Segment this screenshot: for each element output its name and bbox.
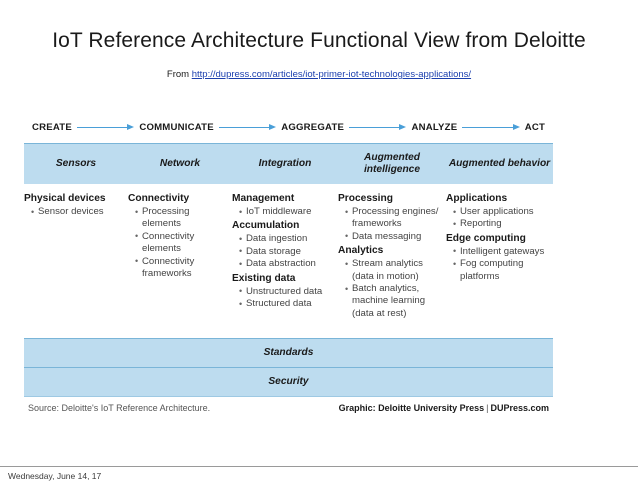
layer-augmented-intelligence: Augmented intelligence — [363, 152, 421, 175]
group-heading-existing-data: Existing data — [232, 272, 296, 284]
list-item: Connectivity elements — [135, 230, 226, 256]
stage-analyze: ANALYZE — [411, 121, 458, 133]
cross-band-standards: Standards — [24, 338, 553, 367]
credit-source: Source: Deloitte's IoT Reference Archite… — [28, 402, 211, 413]
footer-date: Wednesday, June 14, 17 — [8, 471, 102, 481]
bullet-list: Unstructured data Structured data — [239, 285, 332, 311]
bullet-list: IoT middleware — [239, 205, 332, 218]
list-item: Processing engines/ frameworks — [345, 206, 440, 231]
column-augmented-behavior: Applications User applications Reporting… — [446, 192, 553, 336]
column-network: Connectivity Processing elements Connect… — [128, 192, 232, 336]
list-item: Data messaging — [345, 230, 440, 243]
list-item: Data ingestion — [239, 233, 332, 246]
list-item: Data abstraction — [239, 258, 332, 271]
credit-separator: | — [486, 402, 489, 413]
cross-band-security: Security — [24, 367, 553, 396]
list-item: Data storage — [239, 245, 332, 258]
layer-integration: Integration — [258, 158, 312, 169]
bullet-list: Processing elements Connectivity element… — [135, 206, 226, 280]
list-item: Unstructured data — [239, 285, 332, 298]
column-sensors: Physical devices Sensor devices — [24, 192, 128, 336]
layer-name-band: Sensors Network Integration Augmented in… — [24, 143, 553, 184]
credit-graphic: Graphic: Deloitte University Press|DUPre… — [339, 403, 549, 413]
list-item: Intelligent gateways — [453, 245, 547, 258]
group-heading-physical-devices: Physical devices — [24, 193, 106, 204]
column-integration: Management IoT middleware Accumulation D… — [232, 192, 338, 336]
source-attribution-line: From http://dupress.com/articles/iot-pri… — [0, 69, 638, 80]
list-item: User applications — [453, 205, 547, 218]
layer-sensors: Sensors — [55, 158, 97, 169]
bullet-list: Sensor devices — [31, 205, 122, 218]
capability-columns: Physical devices Sensor devices Connecti… — [24, 184, 553, 336]
from-label: From — [166, 69, 192, 80]
layer-augmented-behavior: Augmented behavior — [448, 158, 551, 169]
group-heading-processing: Processing — [338, 193, 393, 204]
stage-act: ACT — [524, 121, 546, 133]
group-heading-analytics: Analytics — [338, 245, 384, 257]
list-item: Connectivity frameworks — [135, 255, 226, 281]
list-item: IoT middleware — [239, 205, 332, 218]
bullet-list: Stream analytics (data in motion) Batch … — [345, 258, 440, 320]
page-title: IoT Reference Architecture Functional Vi… — [52, 29, 586, 52]
group-heading-management: Management — [232, 193, 295, 204]
credit-site: DUPress.com — [490, 402, 549, 413]
list-item: Fog computing platforms — [453, 258, 547, 283]
group-heading-applications: Applications — [446, 193, 508, 204]
footer-divider — [0, 466, 638, 467]
arrow-right-icon — [76, 123, 135, 132]
stage-flow-row: CREATE COMMUNICATE AGGREGATE ANALYZE ACT — [24, 116, 553, 138]
credit-graphic-label: Graphic: Deloitte University Press — [338, 402, 485, 413]
column-augmented-intelligence: Processing Processing engines/ framework… — [338, 192, 446, 336]
bullet-list: Data ingestion Data storage Data abstrac… — [239, 233, 332, 271]
iot-reference-architecture-graphic: CREATE COMMUNICATE AGGREGATE ANALYZE ACT… — [24, 116, 553, 418]
list-item: Structured data — [239, 298, 332, 311]
group-heading-connectivity: Connectivity — [128, 193, 190, 204]
stage-create: CREATE — [32, 121, 72, 133]
arrow-right-icon — [218, 123, 277, 132]
list-item: Stream analytics (data in motion) — [345, 258, 440, 283]
bullet-list: User applications Reporting — [453, 205, 547, 231]
group-heading-edge-computing: Edge computing — [446, 232, 526, 244]
stage-communicate: COMMUNICATE — [139, 121, 214, 133]
list-item: Batch analytics, machine learning (data … — [345, 283, 440, 320]
source-url-link[interactable]: http://dupress.com/articles/iot-primer-i… — [191, 69, 472, 80]
arrow-right-icon — [349, 123, 407, 132]
graphic-credit-strip: Source: Deloitte's IoT Reference Archite… — [24, 396, 553, 418]
list-item: Reporting — [453, 218, 547, 231]
group-heading-accumulation: Accumulation — [232, 220, 300, 232]
bullet-list: Intelligent gateways Fog computing platf… — [453, 245, 547, 283]
list-item: Sensor devices — [31, 205, 122, 218]
bullet-list: Processing engines/ frameworks Data mess… — [345, 206, 440, 244]
stage-aggregate: AGGREGATE — [281, 121, 345, 133]
list-item: Processing elements — [135, 206, 226, 231]
arrow-right-icon — [462, 123, 521, 132]
layer-network: Network — [159, 158, 201, 169]
